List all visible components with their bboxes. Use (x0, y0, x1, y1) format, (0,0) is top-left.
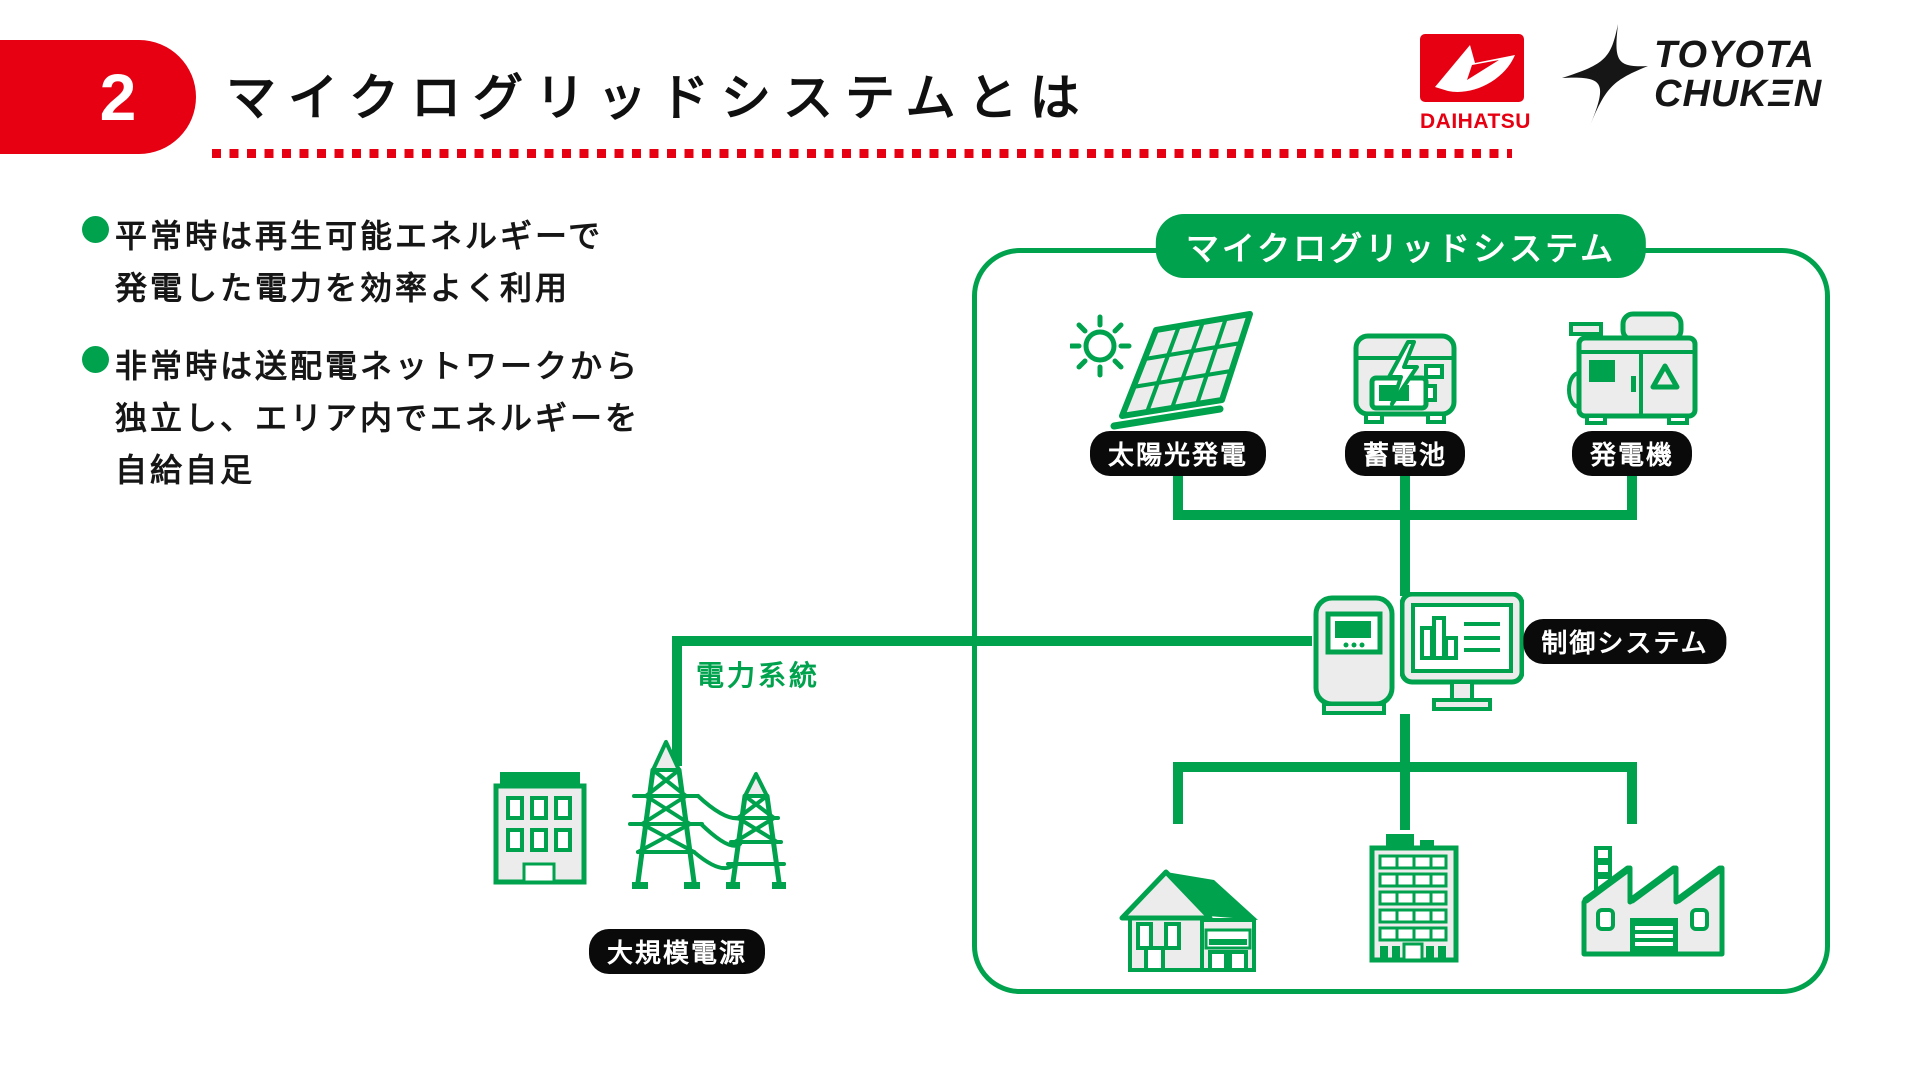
chuken-line1: TOYOTA (1654, 34, 1815, 77)
connector-battery-stub (1400, 464, 1410, 596)
bullet-line: 平常時は再生可能エネルギーで (115, 218, 604, 254)
label-battery: 蓄電池 (1344, 431, 1466, 476)
chuken-line2: CHUKΞN (1654, 73, 1823, 115)
red-dotted-divider (212, 149, 1512, 158)
generator-icon (1567, 311, 1698, 425)
chuken-star-icon (1562, 24, 1648, 126)
daihatsu-wordmark: DAIHATSU (1420, 110, 1531, 133)
house-icon (1119, 869, 1258, 972)
battery-icon (1353, 333, 1457, 424)
bullet-emergency-time: 非常時は送配電ネットワークから 独立し、エリア内でエネルギーを 自給自足 (82, 340, 640, 496)
bullet-dot-icon (82, 216, 109, 243)
page-title: マイクログリッドシステムとは (226, 70, 1092, 126)
connector-grid-vertical (672, 636, 682, 766)
connector-top-bus (1173, 510, 1637, 520)
bullet-line: 発電した電力を効率よく利用 (115, 270, 571, 306)
connector-grid-horizontal (672, 636, 1312, 646)
toyota-chuken-logo: TOYOTA CHUKΞN (1556, 24, 1822, 126)
connector-generator-stub (1627, 464, 1637, 520)
chuken-wordmark: TOYOTA CHUKΞN (1654, 36, 1822, 114)
bullet-line: 自給自足 (115, 452, 256, 488)
bullet-normal-time: 平常時は再生可能エネルギーで 発電した電力を効率よく利用 (82, 210, 603, 314)
microgrid-box-title: マイクログリッドシステム (1155, 214, 1647, 278)
connector-factory-drop (1627, 762, 1637, 824)
bullet-dot-icon (82, 346, 109, 373)
page-number-badge: 2 (0, 40, 196, 154)
connector-solar-stub (1173, 464, 1183, 520)
daihatsu-mark-icon (1420, 34, 1524, 102)
bullet-line: 非常時は送配電ネットワークから (115, 348, 641, 384)
office-building-icon (1369, 834, 1459, 963)
label-grid-line: 電力系統 (696, 660, 821, 691)
label-bulk-power: 大規模電源 (588, 929, 766, 974)
connector-bottom-bus (1173, 762, 1637, 772)
bullet-line: 独立し、エリア内でエネルギーを (115, 400, 641, 436)
monitor-icon (1400, 592, 1524, 711)
daihatsu-logo: DAIHATSU (1420, 34, 1531, 134)
label-control-system: 制御システム (1523, 619, 1727, 664)
label-generator: 発電機 (1571, 431, 1693, 476)
page-number: 2 (99, 60, 137, 134)
factory-icon (1581, 846, 1725, 957)
power-plant-icon (493, 740, 786, 889)
label-solar: 太陽光発電 (1089, 431, 1267, 476)
connector-control-stub (1400, 714, 1410, 830)
connector-house-drop (1173, 762, 1183, 824)
solar-panel-icon (1070, 311, 1253, 430)
smart-meter-icon (1313, 595, 1395, 715)
